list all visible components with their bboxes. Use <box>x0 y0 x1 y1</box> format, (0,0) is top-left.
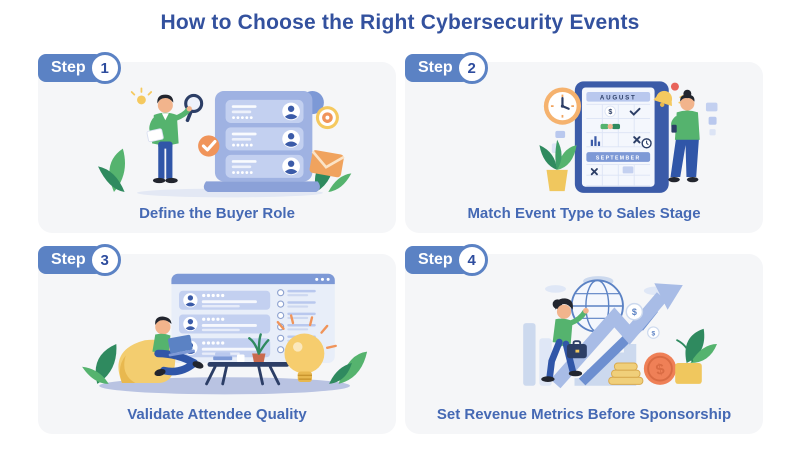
calendar-alarm-icon <box>641 138 653 149</box>
standing-man <box>146 94 193 184</box>
potted-plant <box>539 139 577 192</box>
profile-row <box>225 99 304 123</box>
calendar-check-icon <box>629 107 641 116</box>
calendar-month-september: SEPTEMBER <box>586 152 651 162</box>
step-card-2: Step 2 AUGUST <box>405 52 763 233</box>
standing-woman <box>668 89 701 183</box>
step-3-number: 3 <box>88 244 121 276</box>
step-2-caption: Match Event Type to Sales Stage <box>467 205 701 222</box>
floating-tiles-right <box>706 102 718 136</box>
target-icon <box>316 106 340 130</box>
step-3-badge: Step 3 <box>38 244 121 276</box>
profile-row <box>225 127 304 151</box>
envelope-icon <box>309 150 346 178</box>
revenue-growth-illustration: $ $ <box>413 268 755 401</box>
step-4-illustration-svg: $ $ <box>523 276 717 389</box>
step-card-4: Step 4 <box>405 244 763 434</box>
calendar-x2-icon <box>591 168 599 176</box>
steps-grid: Step 1 <box>38 52 763 434</box>
coin-stack <box>608 362 644 385</box>
calendar-month-august: AUGUST <box>586 91 651 102</box>
step-1-number: 1 <box>88 52 121 84</box>
calendar-handshake-icon <box>600 123 621 130</box>
lightbulb-icon <box>276 314 337 382</box>
step-2-number: 2 <box>455 52 488 84</box>
attendee-row <box>179 290 271 310</box>
right-plant-leaves <box>329 351 368 384</box>
step-2-illustration-svg: AUGUST $ <box>539 81 718 193</box>
man-with-laptop <box>152 316 204 377</box>
dollar-badge-large: $ <box>625 302 644 321</box>
attendee-row <box>179 314 271 334</box>
calendar-photo-tile <box>622 166 634 174</box>
clock-icon <box>544 87 582 125</box>
august-label: AUGUST <box>600 94 637 101</box>
svg-text:$: $ <box>632 307 637 317</box>
step-4-caption: Set Revenue Metrics Before Sponsorship <box>436 406 732 423</box>
event-calendar-illustration: AUGUST $ <box>413 76 755 200</box>
left-plant-leaves <box>82 344 117 384</box>
svg-text:$: $ <box>651 330 655 337</box>
idea-spark-icon <box>131 87 153 105</box>
calendar-x-icon <box>633 136 641 144</box>
dollar-badge-small: $ <box>647 326 660 339</box>
profile-row <box>225 154 304 178</box>
step-4-number: 4 <box>455 244 488 276</box>
checklist-column <box>277 289 316 354</box>
buyer-profiles-scroll-illustration <box>46 76 388 200</box>
climbing-man <box>541 298 589 382</box>
laptop <box>167 334 195 357</box>
check-badge-icon <box>198 135 220 157</box>
potted-plant <box>675 328 717 384</box>
step-4-badge: Step 4 <box>405 244 488 276</box>
step-1-caption: Define the Buyer Role <box>139 205 295 222</box>
step-1-illustration-svg <box>98 87 352 198</box>
step-card-3: Step 3 <box>38 244 396 434</box>
briefcase <box>566 340 587 359</box>
left-plant-leaves <box>98 148 126 193</box>
step-3-illustration-svg <box>82 273 368 395</box>
calendar-grid-2 <box>586 164 651 187</box>
step-3-caption: Validate Attendee Quality <box>127 406 307 423</box>
step-card-1: Step 1 <box>38 52 396 233</box>
page-title: How to Choose the Right Cybersecurity Ev… <box>160 11 640 34</box>
calendar-grid <box>586 103 651 148</box>
attendee-review-illustration <box>46 268 388 401</box>
calendar-barchart-icon <box>591 136 601 146</box>
coffee-table <box>205 333 290 386</box>
calendar-dollar-icon: $ <box>604 105 617 118</box>
step-1-badge: Step 1 <box>38 52 121 84</box>
september-label: SEPTEMBER <box>596 155 641 161</box>
dollar-coin: $ <box>643 352 677 385</box>
svg-text:$: $ <box>609 108 613 116</box>
step-2-badge: Step 2 <box>405 52 488 84</box>
